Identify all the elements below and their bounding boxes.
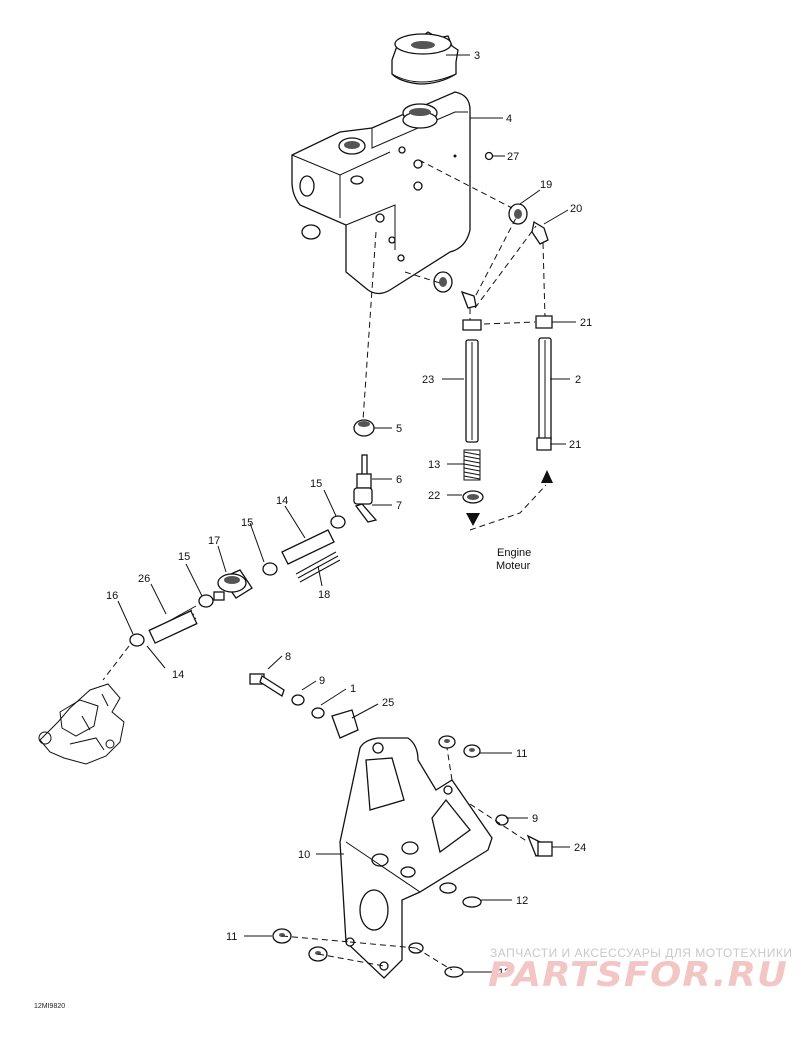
clamp-22 bbox=[462, 490, 484, 504]
spring-13 bbox=[463, 449, 481, 481]
grommet-lower bbox=[433, 271, 453, 293]
callout-22: 22 bbox=[428, 490, 440, 502]
callout-27: 27 bbox=[507, 151, 519, 163]
callout-7: 7 bbox=[396, 500, 402, 512]
callout-9-top: 9 bbox=[319, 675, 325, 687]
nut-11-top bbox=[438, 735, 456, 749]
callout-15-b: 15 bbox=[241, 517, 253, 529]
callout-18: 18 bbox=[318, 589, 330, 601]
nut-11-right bbox=[463, 744, 481, 758]
callout-26: 26 bbox=[138, 573, 150, 585]
clamp-21-top bbox=[535, 315, 553, 329]
washer-9-right bbox=[495, 814, 509, 826]
callout-20: 20 bbox=[570, 203, 582, 215]
callout-2: 2 bbox=[575, 374, 581, 386]
callout-16: 16 bbox=[106, 590, 118, 602]
clamp-15-b bbox=[262, 562, 278, 576]
filler-cap bbox=[391, 31, 459, 85]
callout-21-top: 21 bbox=[580, 317, 592, 329]
oil-tank bbox=[291, 91, 471, 295]
bolt-8 bbox=[249, 673, 285, 697]
callout-10: 10 bbox=[298, 849, 310, 861]
screw-27 bbox=[484, 151, 494, 161]
grommet-19 bbox=[508, 203, 528, 225]
watermark-logo: PARTSFOR.RU bbox=[488, 955, 788, 995]
callout-15-a: 15 bbox=[310, 478, 322, 490]
callout-leaders bbox=[117, 54, 576, 973]
callout-1: 1 bbox=[350, 683, 356, 695]
washer-12-right bbox=[462, 896, 482, 908]
callout-3: 3 bbox=[474, 50, 480, 62]
bracket-leader-lines bbox=[281, 747, 529, 971]
engine-arrow-left bbox=[466, 513, 480, 526]
valve-7 bbox=[353, 487, 378, 523]
callout-8: 8 bbox=[285, 651, 291, 663]
engine-arrow-right bbox=[541, 470, 553, 483]
callout-15-c: 15 bbox=[178, 551, 190, 563]
hose-23 bbox=[465, 339, 479, 443]
callout-23: 23 bbox=[422, 374, 434, 386]
callout-17: 17 bbox=[208, 535, 220, 547]
washer-9 bbox=[291, 694, 305, 706]
watermark-tagline: ЗАПЧАСТИ И АКСЕССУАРЫ ДЛЯ МОТОТЕХНИКИ bbox=[490, 946, 792, 960]
engine-caption-fr: Moteur bbox=[496, 560, 531, 572]
fitting-6 bbox=[356, 454, 372, 489]
callout-12-right: 12 bbox=[516, 895, 528, 907]
filter-17 bbox=[213, 569, 253, 601]
clip-25 bbox=[331, 709, 359, 739]
elbow-lower bbox=[460, 290, 477, 309]
mounting-bracket-10 bbox=[339, 737, 493, 979]
callout-numbers: 3 4 27 19 20 21 2 23 21 13 22 5 6 7 15 1… bbox=[106, 50, 592, 979]
oil-pump-sketch bbox=[38, 683, 125, 765]
callout-24: 24 bbox=[574, 842, 586, 854]
washer-12-bottom-b bbox=[444, 966, 464, 978]
clamp-21-top-left bbox=[462, 319, 482, 331]
callout-21-bottom: 21 bbox=[569, 439, 581, 451]
callout-11-bottom: 11 bbox=[226, 931, 237, 943]
bolt-24 bbox=[526, 834, 553, 857]
callout-4: 4 bbox=[506, 113, 512, 125]
callout-9-right: 9 bbox=[532, 813, 538, 825]
callout-19: 19 bbox=[540, 179, 552, 191]
dot-27 bbox=[453, 154, 457, 158]
callout-12-bottom: 12 bbox=[498, 967, 510, 979]
clamp-21-bottom bbox=[536, 437, 552, 451]
elbow-fitting-20 bbox=[531, 220, 549, 245]
grommet-5 bbox=[353, 419, 375, 437]
clamp-16 bbox=[129, 633, 145, 647]
clamp-15-c bbox=[198, 594, 214, 608]
hose-2 bbox=[538, 337, 552, 443]
washer-12-mid bbox=[439, 882, 457, 894]
hose-14-upper bbox=[281, 529, 335, 565]
callout-14-b: 14 bbox=[172, 669, 184, 681]
callout-6: 6 bbox=[396, 474, 402, 486]
callout-25: 25 bbox=[382, 697, 394, 709]
assembly-leader-lines bbox=[362, 159, 547, 531]
callout-11-top: 11 bbox=[516, 748, 527, 760]
callout-5: 5 bbox=[396, 423, 402, 435]
clamp-15-a bbox=[330, 515, 346, 529]
callout-13: 13 bbox=[428, 459, 440, 471]
hose-26 bbox=[148, 605, 198, 644]
callout-14-a: 14 bbox=[276, 495, 288, 507]
leader-to-pump bbox=[102, 645, 130, 681]
figure-code: 12MI9820 bbox=[34, 1003, 65, 1010]
washer-1 bbox=[311, 707, 325, 719]
engine-caption-en: Engine bbox=[497, 547, 531, 559]
